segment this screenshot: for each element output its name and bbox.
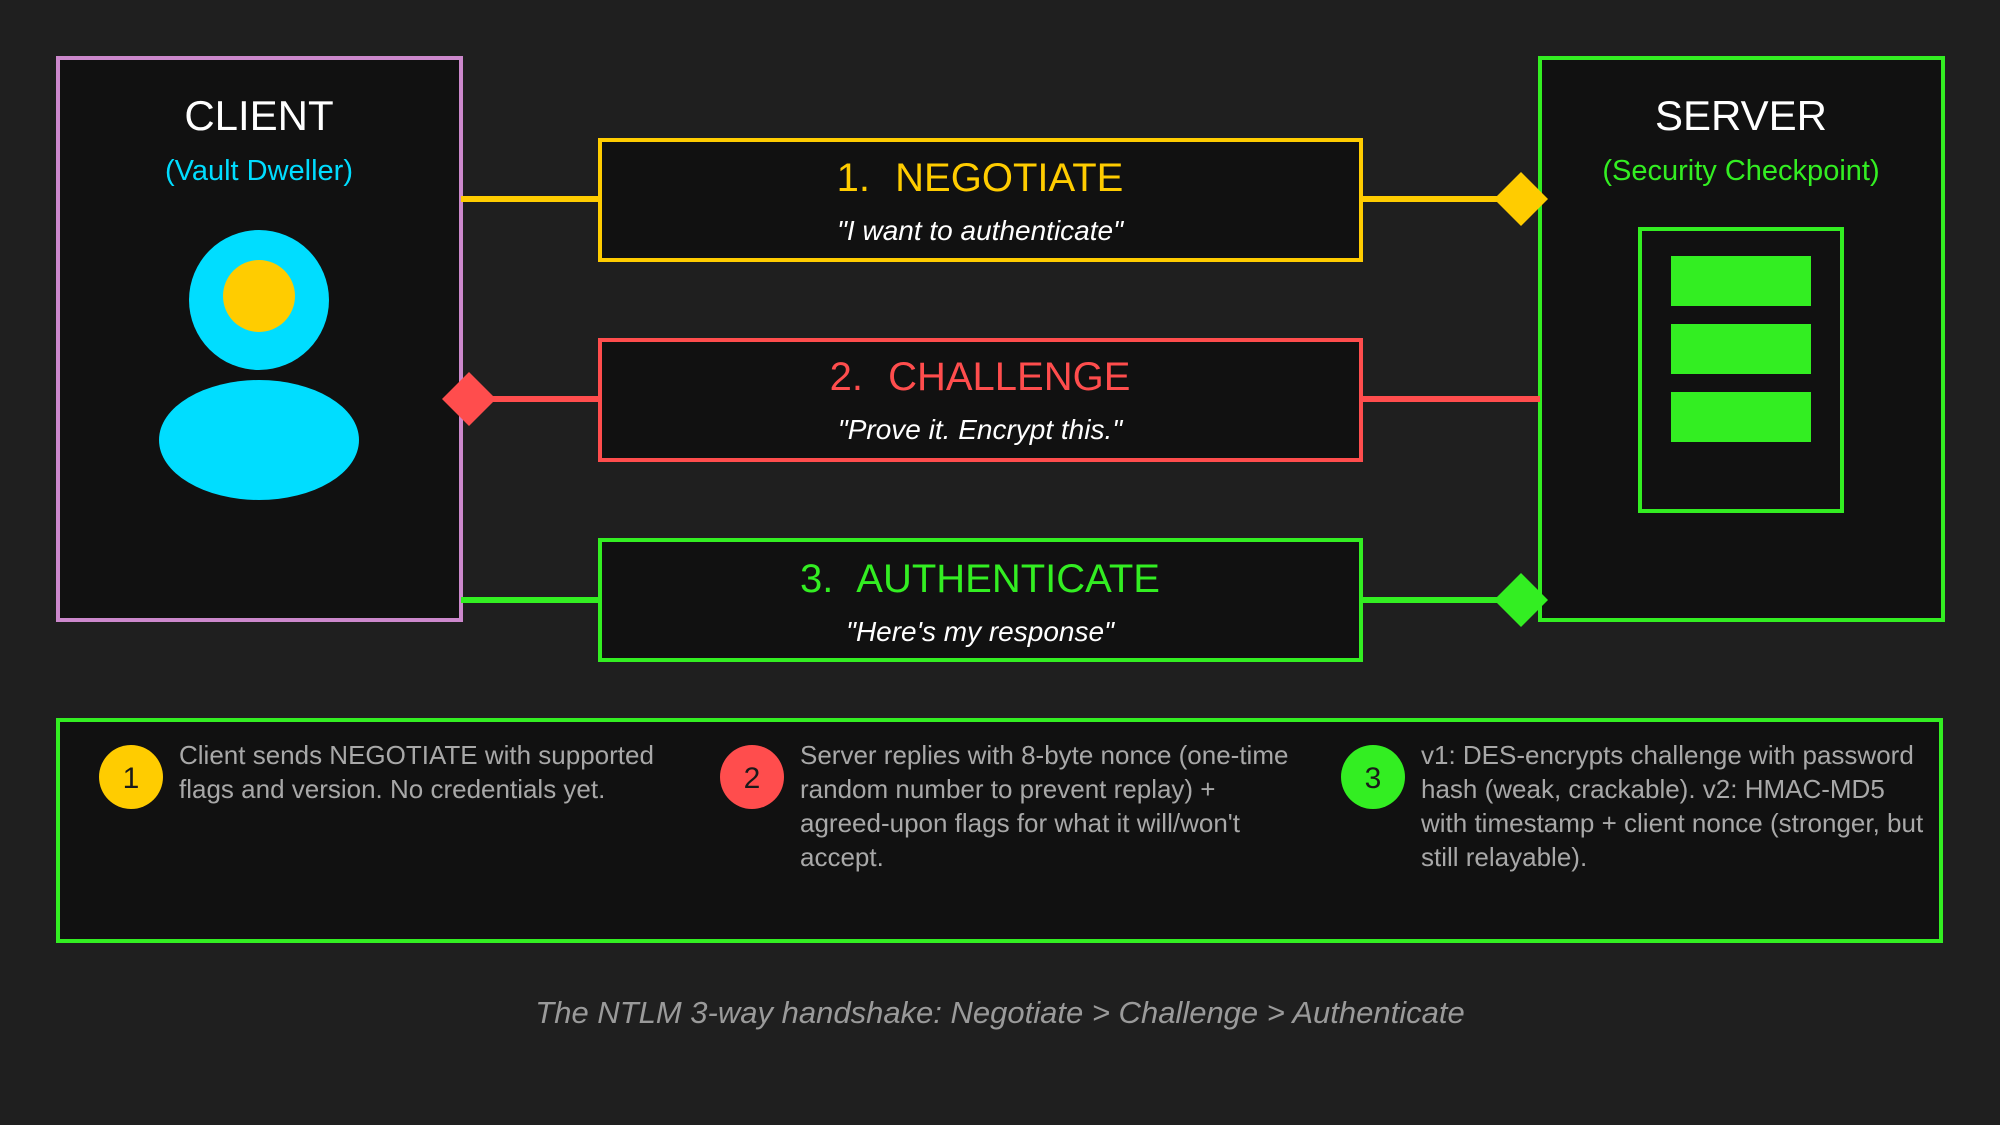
legend-badge-3 [1341,745,1405,809]
diagram-caption: The NTLM 3-way handshake: Negotiate > Ch… [535,995,1464,1030]
client-node: CLIENT (Vault Dweller) [56,56,463,622]
negotiate-title: 1. NEGOTIATE [837,156,1124,200]
legend-badge-2-number: 2 [744,762,761,795]
negotiate-message: 1. NEGOTIATE "I want to authenticate" [461,138,1548,262]
authenticate-number: 3. [800,557,833,601]
server-rack-unit [1671,256,1811,306]
negotiate-box [598,138,1363,262]
authenticate-diamond-marker [1494,573,1548,627]
legend-box [56,718,1943,943]
user-icon-body [159,380,359,500]
negotiate-label: NEGOTIATE [895,156,1123,200]
authenticate-label: AUTHENTICATE [856,557,1160,601]
legend-badge-3-number: 3 [1365,762,1382,795]
user-icon [159,230,359,500]
legend-panel: 1 2 3 [56,718,1943,943]
negotiate-number: 1. [837,156,870,200]
challenge-label: CHALLENGE [888,355,1130,399]
client-subtitle: (Vault Dweller) [165,155,353,187]
challenge-title: 2. CHALLENGE [830,355,1131,399]
challenge-diamond-marker [442,372,496,426]
client-title: CLIENT [184,92,333,139]
challenge-message: 2. CHALLENGE "Prove it. Encrypt this." [442,338,1540,462]
server-title: SERVER [1655,92,1827,139]
authenticate-title: 3. AUTHENTICATE [800,557,1160,601]
legend-text-2: Server replies with 8-byte nonce (one-ti… [800,740,1289,872]
negotiate-diamond-marker [1494,172,1548,226]
server-rack-icon [1638,227,1844,513]
challenge-box [598,338,1363,462]
authenticate-message: 3. AUTHENTICATE "Here's my response" [461,538,1548,662]
server-rack-frame [1638,227,1844,513]
challenge-number: 2. [830,355,863,399]
server-rack-unit [1671,324,1811,374]
challenge-quote: "Prove it. Encrypt this." [838,414,1123,445]
user-icon-face [223,260,295,332]
server-node: SERVER (Security Checkpoint) [1538,56,1945,622]
legend-text-1: Client sends NEGOTIATE with supported fl… [179,740,654,804]
negotiate-quote: "I want to authenticate" [837,215,1124,246]
authenticate-quote: "Here's my response" [846,616,1115,647]
legend-badge-1 [99,745,163,809]
legend-badge-2 [720,745,784,809]
legend-text-3: v1: DES-encrypts challenge with password… [1421,740,1924,872]
server-subtitle: (Security Checkpoint) [1602,155,1879,187]
legend-badge-1-number: 1 [123,762,140,795]
server-rack-unit [1671,392,1811,442]
authenticate-box [598,538,1363,662]
